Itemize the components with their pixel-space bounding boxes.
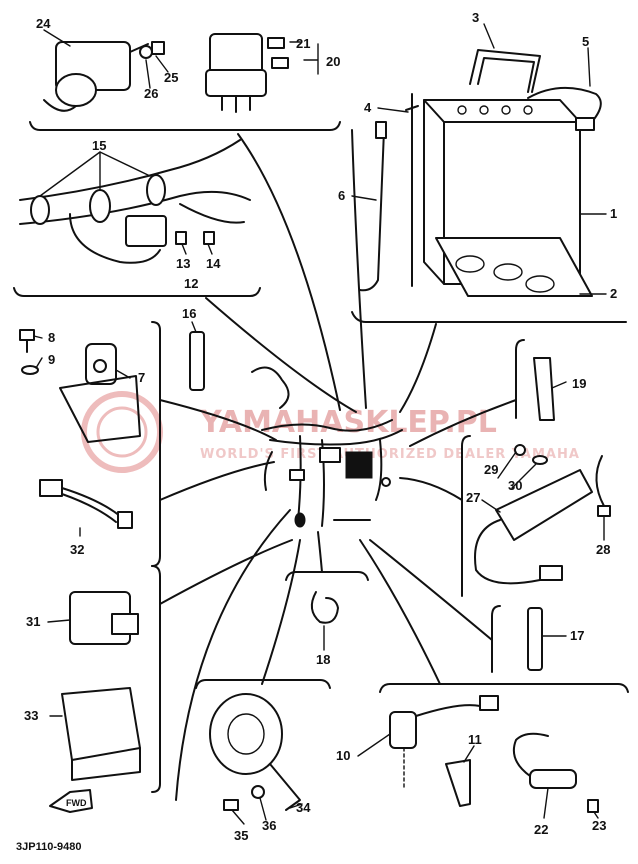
callout-17: 17 (570, 628, 584, 643)
sensor-22 (512, 732, 577, 789)
callout-12: 12 (184, 276, 198, 291)
switch-10 (389, 695, 499, 791)
callout-22: 22 (534, 822, 548, 837)
leader-lines (33, 23, 607, 825)
watermark: YAMAHASKLEP.PL WORLD'S FIRST AUTHORIZED … (81, 391, 580, 473)
diagram-code: 3JP110-9480 (16, 841, 81, 853)
callout-35: 35 (234, 828, 248, 843)
battery-cable-6 (359, 121, 387, 292)
callout-34: 34 (296, 800, 311, 815)
fwd-arrow: FWD (49, 789, 93, 813)
callout-36: 36 (262, 818, 276, 833)
wire-harness (251, 366, 403, 528)
lead-32 (39, 479, 133, 529)
callout-10: 10 (336, 748, 350, 763)
callout-1: 1 (610, 206, 617, 221)
unit-33 (61, 687, 141, 781)
horn-34 (209, 693, 301, 811)
watermark-subtext: WORLD'S FIRST AUTHORIZED DEALER YAMAHA (200, 447, 580, 462)
battery-cable-5 (527, 86, 602, 131)
callout-26: 26 (144, 86, 158, 101)
callout-33: 33 (24, 708, 38, 723)
callout-31: 31 (26, 614, 40, 629)
callout-21: 21 (296, 36, 310, 51)
callout-13: 13 (176, 256, 190, 271)
fuse-21 (267, 37, 289, 69)
nut-36 (251, 785, 265, 799)
clamps-15-harness (19, 139, 251, 264)
callout-19: 19 (572, 376, 586, 391)
callout-11: 11 (468, 732, 482, 747)
battery-tray-2 (435, 237, 593, 297)
callout-14: 14 (206, 256, 221, 271)
bolt-29 (514, 444, 526, 456)
bolt-35 (223, 799, 239, 811)
nut-25-26 (139, 41, 165, 59)
callout-labels: 24 25 26 21 20 3 5 4 6 1 2 15 13 14 12 8… (24, 10, 617, 843)
callout-18: 18 (316, 652, 330, 667)
switch-7 (59, 343, 141, 443)
callout-29: 29 (484, 462, 498, 477)
callout-7: 7 (138, 370, 145, 385)
callout-4: 4 (364, 100, 372, 115)
lead-28 (595, 455, 611, 517)
group-brackets (13, 121, 629, 793)
callout-32: 32 (70, 542, 84, 557)
callout-24: 24 (36, 16, 51, 31)
fwd-label: FWD (66, 798, 87, 808)
watermark-text: YAMAHASKLEP.PL (199, 405, 497, 440)
callout-6: 6 (338, 188, 345, 203)
rectifier-27 (474, 469, 593, 585)
callout-20: 20 (326, 54, 340, 69)
relay-20 (205, 33, 267, 113)
callout-2: 2 (610, 286, 617, 301)
screw-8 (19, 329, 35, 353)
washer-9 (21, 365, 39, 375)
fuse-box-12 (125, 215, 215, 247)
callout-27: 27 (466, 490, 480, 505)
starter-relay-24 (43, 41, 149, 112)
relay-31 (69, 591, 139, 645)
callout-5: 5 (582, 34, 589, 49)
bracket-11 (445, 759, 471, 807)
callout-25: 25 (164, 70, 178, 85)
band-17 (527, 607, 543, 671)
callout-23: 23 (592, 818, 606, 833)
battery-rod-4 (405, 93, 419, 287)
bracket-19 (533, 357, 555, 421)
callout-30: 30 (508, 478, 522, 493)
clamp-18 (310, 591, 339, 624)
washer-30 (532, 455, 548, 465)
battery-band-3 (469, 49, 541, 93)
callout-15: 15 (92, 138, 106, 153)
screw-23 (587, 799, 599, 813)
connector-curves (159, 129, 517, 801)
callout-28: 28 (596, 542, 610, 557)
callout-9: 9 (48, 352, 55, 367)
callout-16: 16 (182, 306, 196, 321)
band-16 (189, 331, 205, 391)
callout-3: 3 (472, 10, 479, 25)
callout-8: 8 (48, 330, 55, 345)
